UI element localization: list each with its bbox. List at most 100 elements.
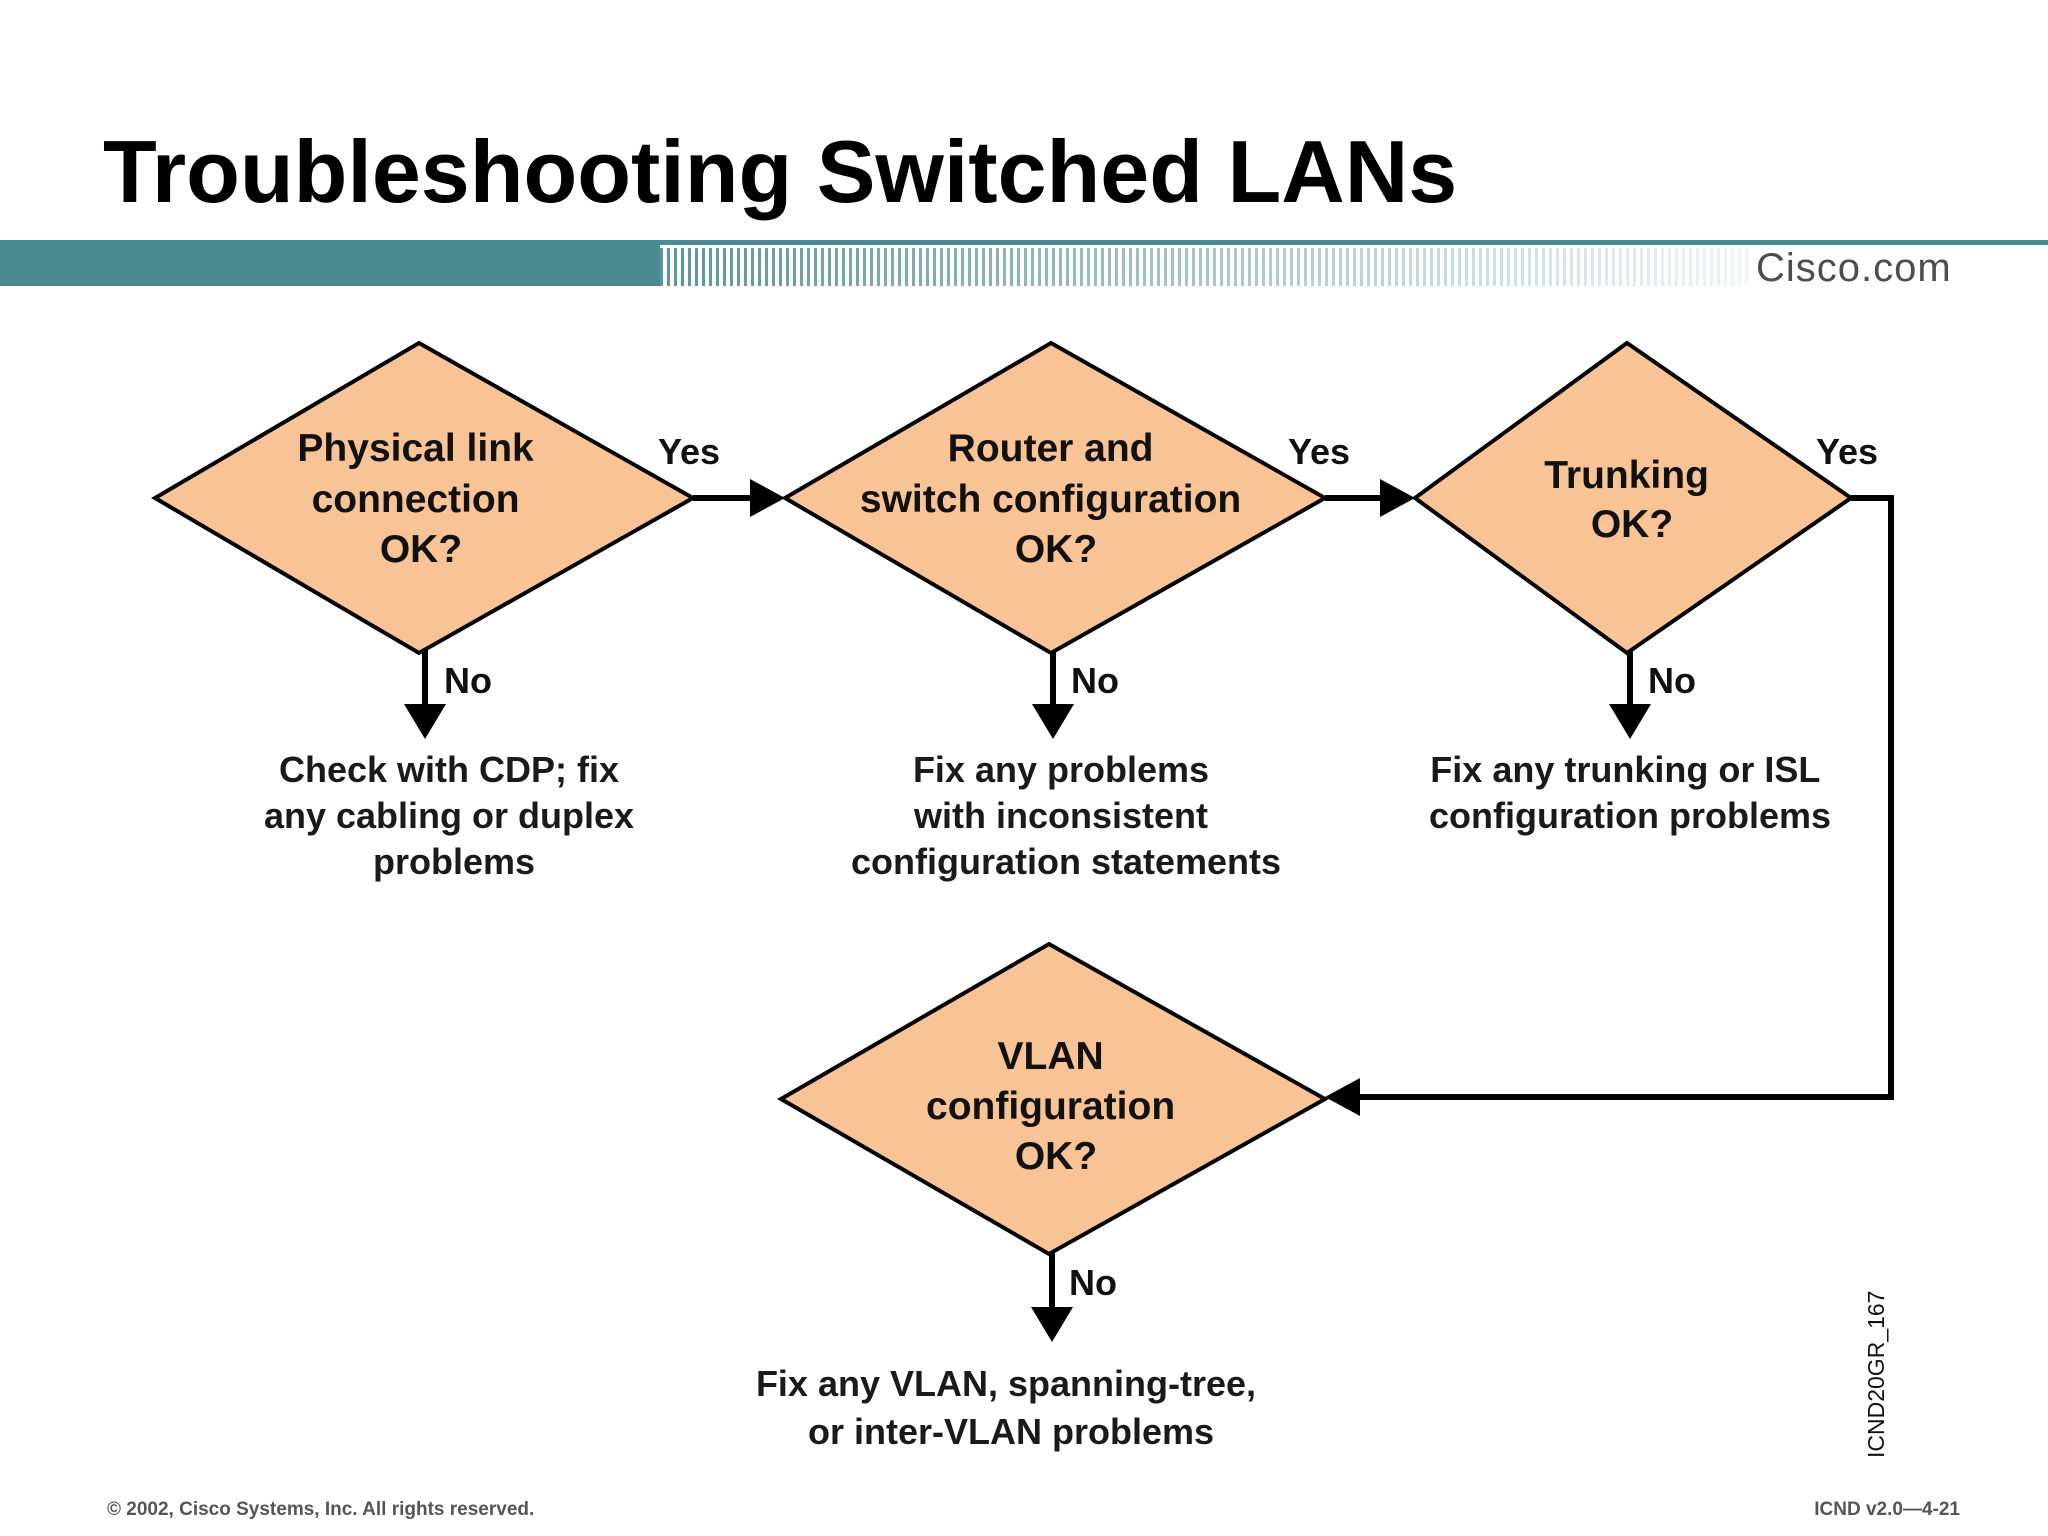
title-bar-hatch-line bbox=[646, 248, 649, 286]
arrowhead-to-config bbox=[750, 479, 785, 517]
title-bar-hatch-line bbox=[891, 248, 894, 286]
decision-trunking: Trunking OK? bbox=[1411, 340, 1855, 656]
title-bar-hatch-line bbox=[1108, 248, 1111, 286]
footer-copyright: © 2002, Cisco Systems, Inc. All rights r… bbox=[107, 1499, 534, 1520]
title-bar-hatch-line bbox=[1598, 248, 1601, 286]
title-bar-hatch-line bbox=[1087, 248, 1090, 286]
outcome-line: configuration problems bbox=[1429, 795, 1831, 836]
decision-label-line: Router and bbox=[948, 427, 1154, 470]
title-bar-hatch-line bbox=[1633, 248, 1636, 286]
title-bar-hatch-line bbox=[898, 248, 901, 286]
title-bar-hatch-line bbox=[1115, 248, 1118, 286]
title-bar-hatch-line bbox=[1094, 248, 1097, 286]
title-bar-hatch-line bbox=[1542, 248, 1545, 286]
title-bar-hatch-line bbox=[828, 248, 831, 286]
title-bar-hatch-line bbox=[1052, 248, 1055, 286]
title-bar-hatch-line bbox=[1059, 248, 1062, 286]
outcome-line: problems bbox=[373, 841, 535, 882]
title-bar-hatch-line bbox=[842, 248, 845, 286]
title-bar-hatch-line bbox=[1535, 248, 1538, 286]
decision-label-line: connection bbox=[312, 478, 520, 521]
title-bar-hatch-line bbox=[982, 248, 985, 286]
decision-label: VLAN configuration OK? bbox=[926, 1035, 1186, 1178]
decision-label-line: switch configuration bbox=[860, 478, 1241, 521]
title-bar-hatch-line bbox=[660, 248, 663, 286]
title-bar-hatch-line bbox=[863, 248, 866, 286]
title-bar-hatch-line bbox=[1731, 248, 1734, 286]
arrowhead-to-trunking bbox=[1380, 479, 1415, 517]
decision-label-line: configuration bbox=[926, 1085, 1175, 1128]
title-bar-hatch-line bbox=[856, 248, 859, 286]
arrowhead-config-no bbox=[1032, 704, 1074, 739]
title-bar-hatch-line bbox=[1311, 248, 1314, 286]
title-bar-hatch-line bbox=[786, 248, 789, 286]
title-bar-hatch-line bbox=[793, 248, 796, 286]
title-bar-hatch-line bbox=[940, 248, 943, 286]
decision-label-line: OK? bbox=[1015, 528, 1097, 571]
title-bar-hatch-line bbox=[1689, 248, 1692, 286]
decision-label: Trunking OK? bbox=[1544, 454, 1720, 546]
edge-label-yes: Yes bbox=[658, 431, 720, 472]
edge-label-no: No bbox=[1069, 1262, 1117, 1303]
title-bar-hatch-line bbox=[674, 248, 677, 286]
title-bar-hatch-line bbox=[835, 248, 838, 286]
title-bar-hatch-line bbox=[1738, 248, 1741, 286]
title-bar-hatch-line bbox=[1570, 248, 1573, 286]
outcome-config-fix: Fix any problems with inconsistent confi… bbox=[851, 749, 1281, 882]
title-bar-hatch-line bbox=[709, 248, 712, 286]
title-bar-hatch-line bbox=[947, 248, 950, 286]
title-bar-hatch-line bbox=[1164, 248, 1167, 286]
title-bar-hatch-line bbox=[1451, 248, 1454, 286]
edge-label-no: No bbox=[1648, 660, 1696, 701]
decision-physical: Physical link connection OK? bbox=[151, 340, 698, 656]
title-bar-hatch-line bbox=[779, 248, 782, 286]
title-bar-hatch-line bbox=[1290, 248, 1293, 286]
decision-label-line: Physical link bbox=[297, 427, 534, 470]
title-bar-hatch-line bbox=[1157, 248, 1160, 286]
title-bar-hatch-line bbox=[681, 248, 684, 286]
title-bar-hatch-line bbox=[1472, 248, 1475, 286]
outcome-line: Fix any problems bbox=[913, 749, 1209, 790]
title-bar-hatch-line bbox=[1388, 248, 1391, 286]
title-bar-solid bbox=[0, 240, 660, 286]
title-bar-hatch-line bbox=[800, 248, 803, 286]
outcome-line: with inconsistent bbox=[913, 795, 1208, 836]
decision-diamond bbox=[151, 340, 698, 656]
title-bar-hatch-line bbox=[1360, 248, 1363, 286]
decision-config: Router and switch configuration OK? bbox=[781, 340, 1330, 656]
title-bar-hatch-line bbox=[1283, 248, 1286, 286]
title-bar bbox=[0, 240, 2048, 286]
outcome-line: configuration statements bbox=[851, 841, 1281, 882]
title-bar-hatch bbox=[625, 248, 1748, 286]
title-bar-hatch-line bbox=[814, 248, 817, 286]
title-bar-hatch-line bbox=[632, 248, 635, 286]
title-bar-hatch-line bbox=[1612, 248, 1615, 286]
title-bar-hatch-line bbox=[1479, 248, 1482, 286]
title-bar-hatch-line bbox=[1514, 248, 1517, 286]
title-bar-hatch-line bbox=[1444, 248, 1447, 286]
title-bar-hatch-line bbox=[1220, 248, 1223, 286]
title-bar-hatch-line bbox=[1003, 248, 1006, 286]
title-bar-hatch-line bbox=[1640, 248, 1643, 286]
title-bar-hatch-line bbox=[996, 248, 999, 286]
title-bar-hatch-line bbox=[1346, 248, 1349, 286]
title-bar-hatch-line bbox=[1724, 248, 1727, 286]
title-bar-hatch-line bbox=[1304, 248, 1307, 286]
title-bar-hatch-line bbox=[933, 248, 936, 286]
footer-course-id: ICND v2.0—4-21 bbox=[1814, 1499, 1960, 1520]
title-bar-hatch-line bbox=[1661, 248, 1664, 286]
outcome-line: any cabling or duplex bbox=[264, 795, 634, 836]
title-bar-hatch-line bbox=[1647, 248, 1650, 286]
title-bar-hatch-line bbox=[1192, 248, 1195, 286]
title-bar-hatch-line bbox=[1486, 248, 1489, 286]
title-bar-hatch-line bbox=[1101, 248, 1104, 286]
title-bar-hatch-line bbox=[877, 248, 880, 286]
title-bar-hatch-line bbox=[1465, 248, 1468, 286]
title-bar-hairline bbox=[660, 240, 2048, 245]
title-bar-hatch-line bbox=[954, 248, 957, 286]
title-bar-hatch-line bbox=[1423, 248, 1426, 286]
arrowhead-trunking-no bbox=[1609, 704, 1651, 739]
figure-id: ICND20GR_167 bbox=[1863, 1291, 1889, 1458]
title-bar-hatch-line bbox=[1024, 248, 1027, 286]
outcome-line: Fix any VLAN, spanning-tree, bbox=[756, 1363, 1256, 1404]
